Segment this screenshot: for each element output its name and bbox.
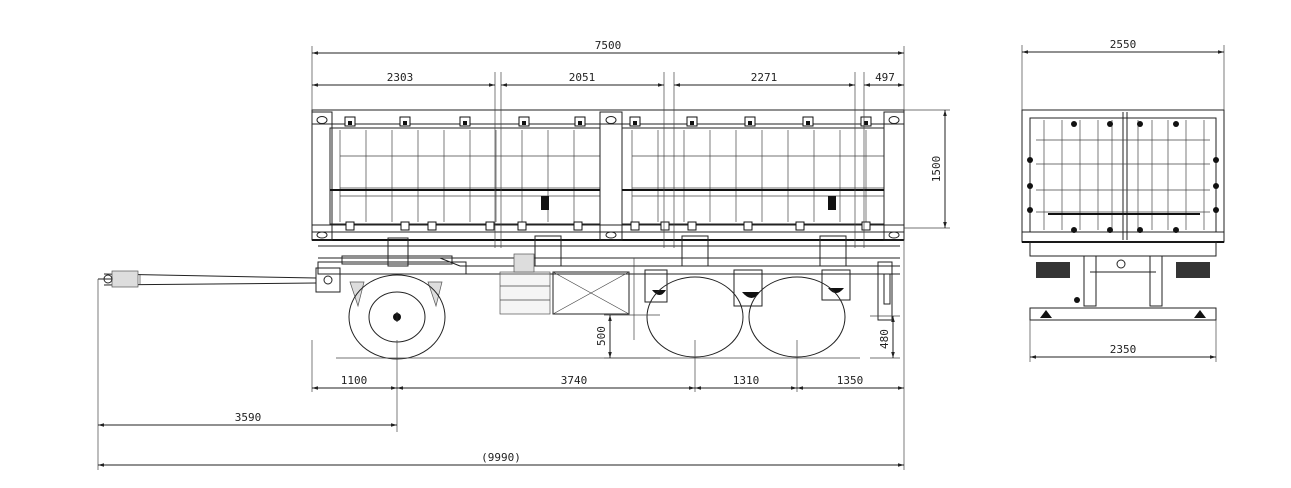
dim-segment-3: 2271 bbox=[751, 71, 778, 84]
dim-overall-width: 2550 bbox=[1110, 38, 1137, 51]
rear-view bbox=[1021, 109, 1225, 321]
spare-wheel-carrier bbox=[499, 253, 551, 315]
dim-wheelbase: 3740 bbox=[561, 374, 588, 387]
dim-total-length: (9990) bbox=[481, 451, 521, 464]
tool-box bbox=[552, 271, 630, 315]
dim-rear-overhang: 1350 bbox=[837, 374, 864, 387]
dim-drawbar-length: 3590 bbox=[235, 411, 262, 424]
rear-dimensions: 2550 2350 bbox=[1021, 38, 1225, 362]
dim-segment-4: 497 bbox=[875, 71, 895, 84]
dim-segment-2: 2051 bbox=[569, 71, 596, 84]
chassis-frame bbox=[317, 235, 900, 321]
dim-ground-clearance-mid: 500 bbox=[595, 326, 608, 346]
dim-ground-clearance-rear: 480 bbox=[878, 329, 891, 349]
dim-body-height: 1500 bbox=[930, 156, 943, 183]
dim-track-width: 2350 bbox=[1110, 343, 1137, 356]
dim-overall-body-length: 7500 bbox=[595, 39, 622, 52]
dim-axle-spread: 1310 bbox=[733, 374, 760, 387]
cargo-body bbox=[311, 109, 905, 241]
dim-front-overhang: 1100 bbox=[341, 374, 368, 387]
drawbar bbox=[98, 267, 341, 293]
side-view bbox=[98, 109, 905, 360]
dim-segment-1: 2303 bbox=[387, 71, 414, 84]
side-dimensions: 7500 2303 2051 2271 497 1500 500 480 110… bbox=[97, 39, 950, 470]
